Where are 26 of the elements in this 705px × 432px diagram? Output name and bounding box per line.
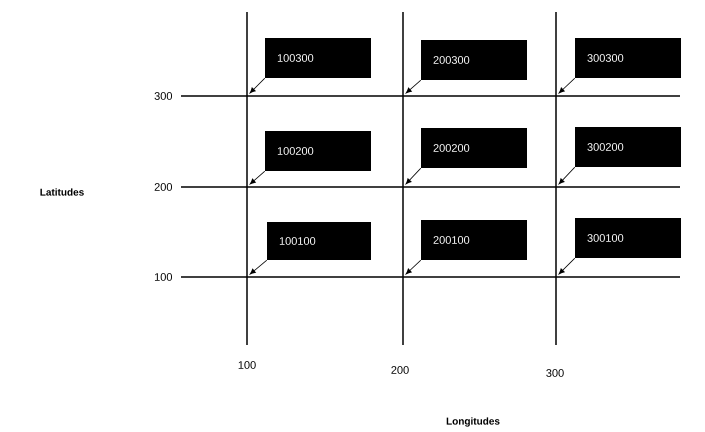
arrow (406, 260, 422, 274)
tick-label: 100 (154, 273, 172, 281)
label-box: 200100 (421, 220, 527, 260)
arrow (558, 78, 576, 94)
label-box: 300300 (575, 38, 681, 78)
axis-title: Longitudes (446, 417, 500, 427)
label-box: 100300 (265, 38, 371, 78)
tick-label: 300 (546, 369, 564, 377)
label-box: 200300 (421, 40, 527, 80)
tick-label: 300 (154, 92, 172, 100)
arrow (250, 260, 268, 274)
arrow (250, 170, 266, 184)
tick-label: 200 (154, 183, 172, 191)
arrow (558, 258, 576, 274)
label-box: 100200 (265, 131, 371, 171)
arrow (406, 168, 422, 184)
arrow (558, 166, 576, 184)
tick-label: 100 (238, 361, 256, 369)
label-box: 200200 (421, 128, 527, 168)
arrow (250, 78, 266, 94)
tick-label: 200 (391, 366, 409, 374)
label-box: 300200 (575, 127, 681, 167)
axis-title: Latitudes (40, 188, 84, 196)
label-box: 300100 (575, 218, 681, 258)
arrow (406, 80, 422, 94)
label-box: 100100 (267, 222, 371, 260)
